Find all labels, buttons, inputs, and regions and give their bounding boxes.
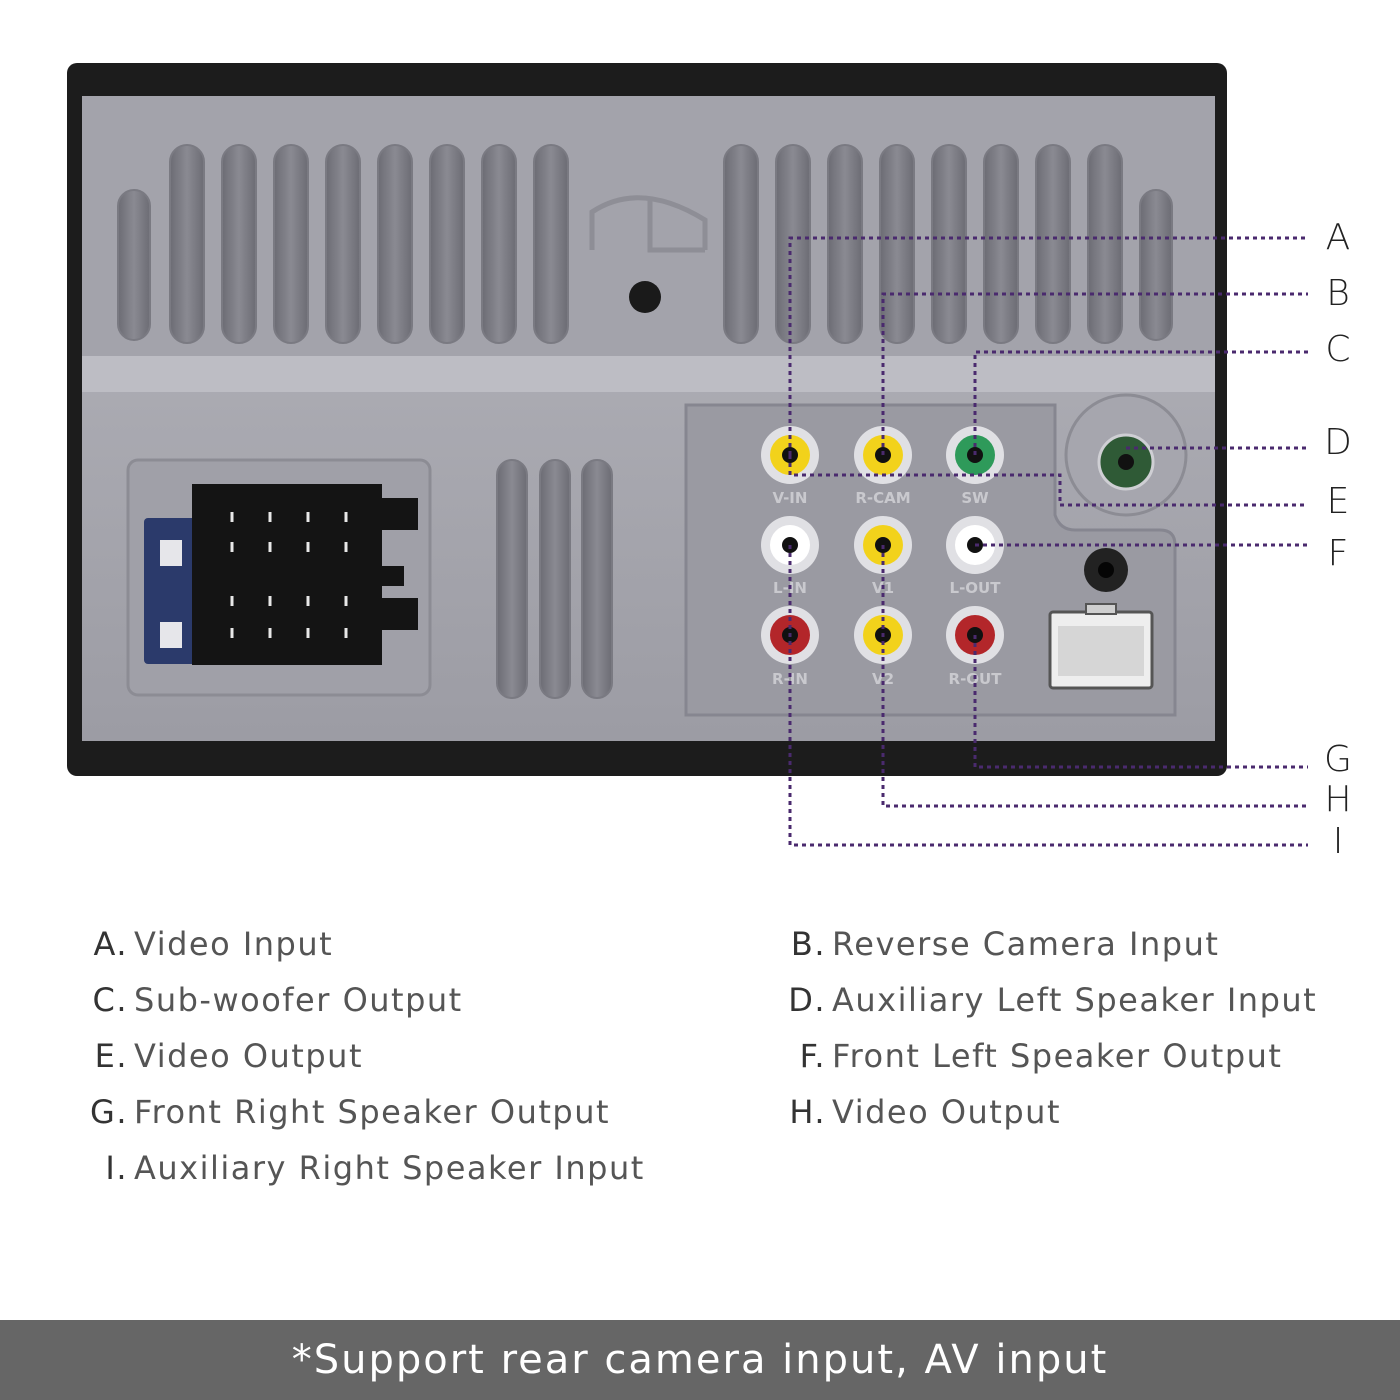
- footer-note: *Support rear camera input, AV input: [291, 1337, 1109, 1383]
- callout-c: C: [1325, 329, 1351, 370]
- legend-item-b: B.Reverse Camera Input: [780, 924, 1219, 964]
- callout-b: B: [1326, 273, 1350, 314]
- iso-pins: [230, 512, 348, 638]
- legend-letter: E.: [94, 1037, 128, 1075]
- legend-text: Video Output: [134, 1037, 363, 1075]
- leader-line-i: [788, 545, 1308, 847]
- iso-connector-blue-tab: [144, 518, 204, 664]
- legend-item-f: F.Front Left Speaker Output: [780, 1036, 1282, 1076]
- legend-item-c: C.Sub-woofer Output: [82, 980, 463, 1020]
- aux-speaker-jack: [1097, 433, 1155, 491]
- callout-i: I: [1332, 821, 1344, 862]
- legend-text: Auxiliary Left Speaker Input: [832, 981, 1318, 1019]
- callout-f: F: [1327, 533, 1349, 574]
- port-label-v2: V2: [872, 670, 894, 688]
- iso-connector: [192, 484, 418, 665]
- leader-line-e: [788, 455, 1308, 507]
- legend-text: Video Input: [134, 925, 334, 963]
- panel-ridge: [82, 356, 1215, 392]
- legend-letter: D.: [788, 981, 826, 1019]
- legend-letter: H.: [789, 1093, 826, 1131]
- leader-lines: [788, 236, 1308, 847]
- legend-text: Front Left Speaker Output: [832, 1037, 1283, 1075]
- legend-item-i: I.Auxiliary Right Speaker Input: [82, 1148, 645, 1188]
- callout-e: E: [1326, 481, 1350, 522]
- iso-latch-top: [160, 540, 182, 566]
- legend-item-d: D.Auxiliary Left Speaker Input: [780, 980, 1317, 1020]
- callout-a: A: [1325, 217, 1351, 258]
- leader-line-a: [788, 236, 1308, 455]
- legend-letter: I.: [105, 1149, 128, 1187]
- small-round-jack: [1084, 548, 1128, 592]
- leader-line-b: [881, 292, 1308, 455]
- port-label-r-in: R-IN: [772, 670, 808, 688]
- ground-symbol-icon: [589, 195, 708, 253]
- legend-letter: F.: [799, 1037, 826, 1075]
- multi-pin-connector: [1048, 603, 1154, 690]
- port-label-v-in: V-IN: [773, 489, 808, 507]
- port-label-l-out: L-OUT: [950, 579, 1002, 597]
- vent-slots-middle: [496, 459, 613, 699]
- screw-hole: [629, 281, 661, 313]
- callout-h: H: [1324, 779, 1352, 820]
- legend-letter: B.: [790, 925, 826, 963]
- legend-text: Auxiliary Right Speaker Input: [134, 1149, 645, 1187]
- legend-item-e: E.Video Output: [82, 1036, 363, 1076]
- legend-text: Reverse Camera Input: [832, 925, 1220, 963]
- legend-letter: G.: [90, 1093, 128, 1131]
- vent-slots-right: [723, 144, 1173, 344]
- legend-letter: C.: [92, 981, 128, 1019]
- callout-g: G: [1324, 739, 1352, 780]
- leader-line-g: [973, 635, 1308, 769]
- iso-latch-bottom: [160, 622, 182, 648]
- legend-item-g: G.Front Right Speaker Output: [82, 1092, 610, 1132]
- head-unit-rear-diagram: V-IN R-CAM SW L-IN V1 L-OUT R-IN V2 R-OU…: [67, 63, 1308, 847]
- leader-line-h: [881, 545, 1308, 808]
- port-label-sw: SW: [961, 489, 989, 507]
- vent-slots-left: [117, 144, 569, 344]
- leader-line-c: [973, 350, 1308, 455]
- legend-text: Video Output: [832, 1093, 1061, 1131]
- legend-text: Front Right Speaker Output: [134, 1093, 611, 1131]
- port-label-r-cam: R-CAM: [855, 489, 910, 507]
- footer-banner: *Support rear camera input, AV input: [0, 1320, 1400, 1400]
- legend-item-a: A.Video Input: [82, 924, 333, 964]
- callout-d: D: [1324, 422, 1352, 463]
- legend-item-h: H.Video Output: [780, 1092, 1061, 1132]
- legend-letter: A.: [93, 925, 128, 963]
- legend-text: Sub-woofer Output: [134, 981, 463, 1019]
